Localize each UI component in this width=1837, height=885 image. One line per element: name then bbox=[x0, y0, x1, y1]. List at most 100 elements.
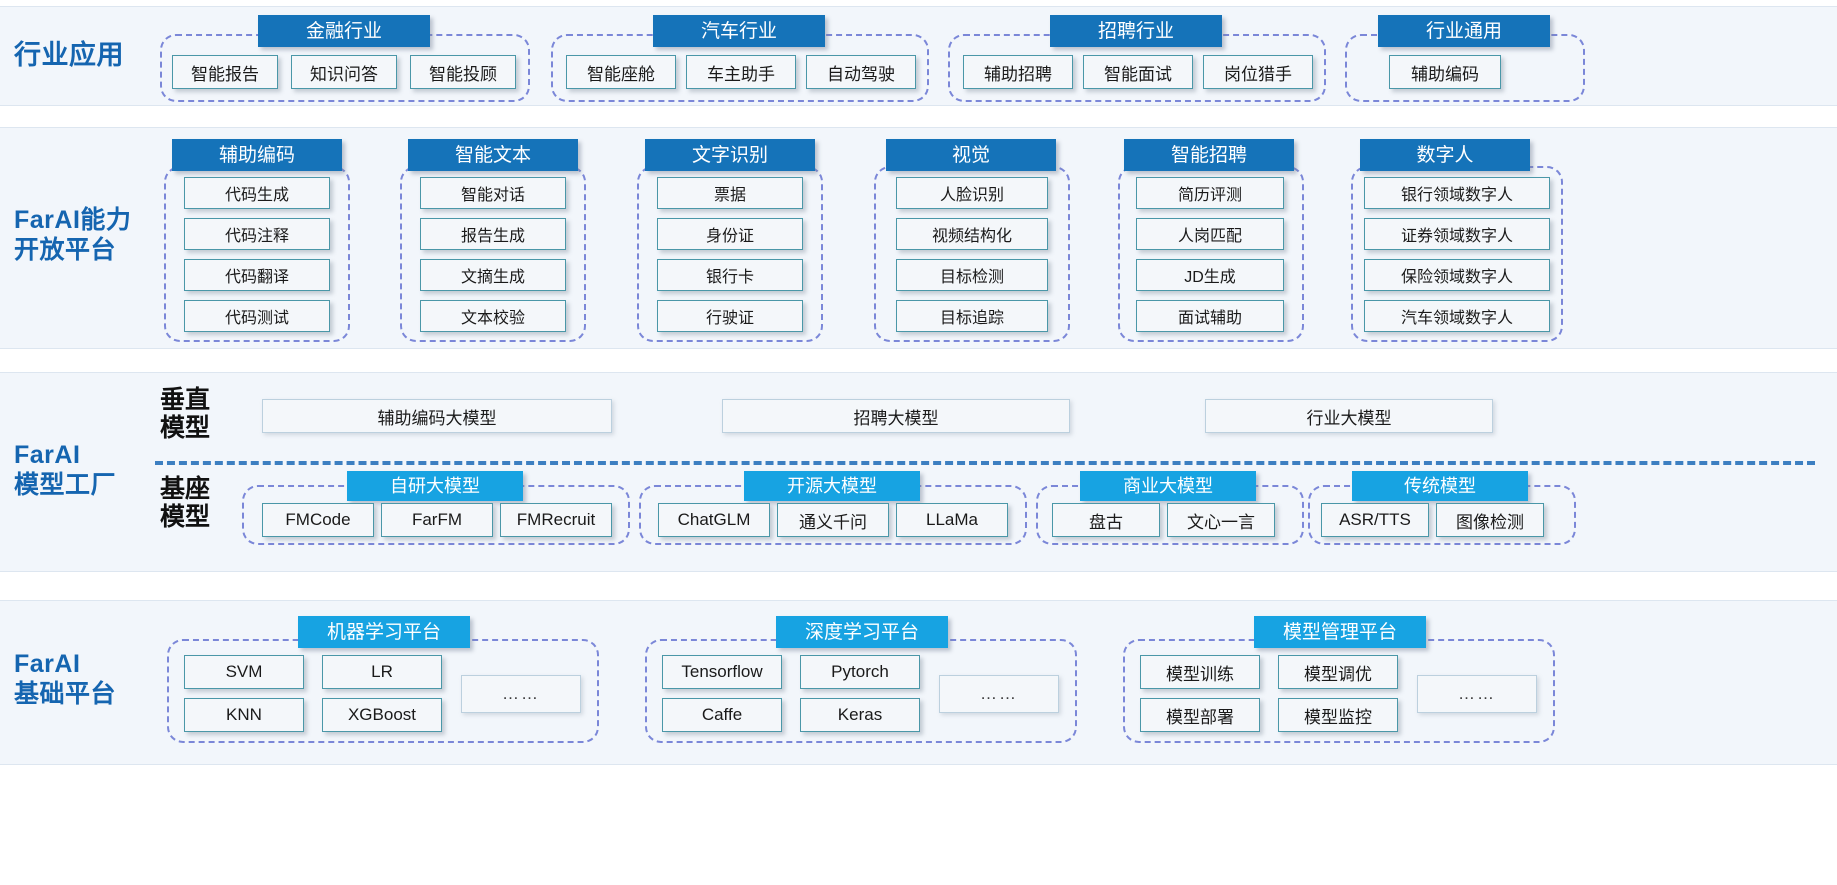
band-label-farai-capability-platform: FarAI能力 开放平台 bbox=[14, 206, 131, 265]
group-title-industry-general[interactable]: 行业通用 bbox=[1378, 15, 1550, 47]
item-box[interactable]: 模型训练 bbox=[1140, 655, 1260, 689]
group-title-traditional-model[interactable]: 传统模型 bbox=[1352, 471, 1528, 501]
item-box[interactable]: 自动驾驶 bbox=[806, 55, 916, 89]
item-box[interactable]: 盘古 bbox=[1052, 503, 1160, 537]
row-label-base-model: 基座 模型 bbox=[155, 475, 215, 531]
item-box[interactable]: 通义千问 bbox=[777, 503, 889, 537]
group-title-automotive-industry[interactable]: 汽车行业 bbox=[653, 15, 825, 47]
item-box[interactable]: 汽车领域数字人 bbox=[1364, 300, 1550, 332]
item-box[interactable]: ChatGLM bbox=[658, 503, 770, 537]
item-box[interactable]: 智能投顾 bbox=[410, 55, 516, 89]
item-box[interactable]: 面试辅助 bbox=[1136, 300, 1284, 332]
item-box[interactable]: 辅助招聘 bbox=[963, 55, 1073, 89]
item-box[interactable]: 视频结构化 bbox=[896, 218, 1048, 250]
row-label-line: 模型 bbox=[159, 414, 210, 442]
row-label-vertical-model: 垂直 模型 bbox=[155, 386, 215, 442]
band-industry-application: 行业应用 金融行业 智能报告 知识问答 智能投顾 汽车行业 智能座舱 车主助手 … bbox=[0, 6, 1837, 106]
row-label-line: 模型 bbox=[159, 503, 210, 531]
item-box[interactable]: 模型调优 bbox=[1278, 655, 1398, 689]
item-box[interactable]: 代码测试 bbox=[184, 300, 330, 332]
item-box[interactable]: 保险领域数字人 bbox=[1364, 259, 1550, 291]
group-title-finance-industry[interactable]: 金融行业 bbox=[258, 15, 430, 47]
item-box[interactable]: FMRecruit bbox=[500, 503, 612, 537]
item-box[interactable]: 目标追踪 bbox=[896, 300, 1048, 332]
item-box[interactable]: 智能面试 bbox=[1083, 55, 1193, 89]
item-box[interactable]: 报告生成 bbox=[420, 218, 566, 250]
band-label-line: 模型工厂 bbox=[14, 470, 117, 499]
band-label-line: 基础平台 bbox=[14, 679, 117, 708]
item-box[interactable]: 银行卡 bbox=[657, 259, 803, 291]
model-divider bbox=[155, 461, 1815, 465]
item-box[interactable]: 行驶证 bbox=[657, 300, 803, 332]
item-box[interactable]: FMCode bbox=[262, 503, 374, 537]
item-box[interactable]: 代码注释 bbox=[184, 218, 330, 250]
band-label-line: 开放平台 bbox=[14, 235, 117, 264]
group-title-commercial-model[interactable]: 商业大模型 bbox=[1080, 471, 1256, 501]
group-title-model-management-platform[interactable]: 模型管理平台 bbox=[1254, 616, 1426, 648]
group-title-ocr[interactable]: 文字识别 bbox=[645, 139, 815, 171]
item-box[interactable]: 简历评测 bbox=[1136, 177, 1284, 209]
row-label-line: 垂直 bbox=[159, 386, 210, 414]
vertical-model-box[interactable]: 辅助编码大模型 bbox=[262, 399, 612, 433]
band-label-farai-base-platform: FarAI 基础平台 bbox=[14, 650, 116, 709]
item-box-more[interactable]: …… bbox=[1417, 675, 1537, 713]
item-box[interactable]: ASR/TTS bbox=[1321, 503, 1429, 537]
row-label-line: 基座 bbox=[159, 475, 210, 503]
item-box[interactable]: LLaMa bbox=[896, 503, 1008, 537]
band-farai-capability-platform: FarAI能力 开放平台 辅助编码 代码生成 代码注释 代码翻译 代码测试 智能… bbox=[0, 127, 1837, 349]
item-box[interactable]: 银行领域数字人 bbox=[1364, 177, 1550, 209]
item-box[interactable]: 证券领域数字人 bbox=[1364, 218, 1550, 250]
item-box[interactable]: LR bbox=[322, 655, 442, 689]
item-box[interactable]: 辅助编码 bbox=[1389, 55, 1501, 89]
band-farai-base-platform: FarAI 基础平台 机器学习平台 SVM LR KNN XGBoost …… … bbox=[0, 600, 1837, 765]
item-box[interactable]: 智能座舱 bbox=[566, 55, 676, 89]
item-box[interactable]: 模型监控 bbox=[1278, 698, 1398, 732]
item-box[interactable]: 知识问答 bbox=[291, 55, 397, 89]
band-label-line: FarAI能力 bbox=[14, 206, 132, 234]
item-box[interactable]: Pytorch bbox=[800, 655, 920, 689]
item-box[interactable]: 文心一言 bbox=[1167, 503, 1275, 537]
group-title-assisted-coding[interactable]: 辅助编码 bbox=[172, 139, 342, 171]
group-title-deep-learning-platform[interactable]: 深度学习平台 bbox=[776, 616, 948, 648]
item-box[interactable]: FarFM bbox=[381, 503, 493, 537]
group-title-self-developed-model[interactable]: 自研大模型 bbox=[347, 471, 523, 501]
band-label-line: FarAI bbox=[14, 441, 81, 469]
item-box[interactable]: 智能对话 bbox=[420, 177, 566, 209]
group-title-recruitment-industry[interactable]: 招聘行业 bbox=[1050, 15, 1222, 47]
band-label-farai-model-factory: FarAI 模型工厂 bbox=[14, 441, 116, 500]
item-box-more[interactable]: …… bbox=[461, 675, 581, 713]
group-title-digital-human[interactable]: 数字人 bbox=[1360, 139, 1530, 171]
group-title-vision[interactable]: 视觉 bbox=[886, 139, 1056, 171]
vertical-model-box[interactable]: 行业大模型 bbox=[1205, 399, 1493, 433]
group-title-open-source-model[interactable]: 开源大模型 bbox=[744, 471, 920, 501]
item-box[interactable]: 图像检测 bbox=[1436, 503, 1544, 537]
item-box[interactable]: 人脸识别 bbox=[896, 177, 1048, 209]
item-box[interactable]: 模型部署 bbox=[1140, 698, 1260, 732]
item-box[interactable]: 目标检测 bbox=[896, 259, 1048, 291]
group-title-intelligent-text[interactable]: 智能文本 bbox=[408, 139, 578, 171]
item-box[interactable]: 身份证 bbox=[657, 218, 803, 250]
item-box[interactable]: 代码翻译 bbox=[184, 259, 330, 291]
item-box[interactable]: Tensorflow bbox=[662, 655, 782, 689]
item-box[interactable]: Caffe bbox=[662, 698, 782, 732]
vertical-model-box[interactable]: 招聘大模型 bbox=[722, 399, 1070, 433]
item-box[interactable]: XGBoost bbox=[322, 698, 442, 732]
item-box[interactable]: 岗位猎手 bbox=[1203, 55, 1313, 89]
item-box-more[interactable]: …… bbox=[939, 675, 1059, 713]
item-box[interactable]: 车主助手 bbox=[686, 55, 796, 89]
item-box[interactable]: 代码生成 bbox=[184, 177, 330, 209]
item-box[interactable]: KNN bbox=[184, 698, 304, 732]
item-box[interactable]: 智能报告 bbox=[172, 55, 278, 89]
band-label-line: FarAI bbox=[14, 650, 81, 678]
group-title-machine-learning-platform[interactable]: 机器学习平台 bbox=[298, 616, 470, 648]
item-box[interactable]: Keras bbox=[800, 698, 920, 732]
item-box[interactable]: JD生成 bbox=[1136, 259, 1284, 291]
item-box[interactable]: 文本校验 bbox=[420, 300, 566, 332]
item-box[interactable]: 票据 bbox=[657, 177, 803, 209]
item-box[interactable]: 文摘生成 bbox=[420, 259, 566, 291]
item-box[interactable]: 人岗匹配 bbox=[1136, 218, 1284, 250]
band-farai-model-factory: FarAI 模型工厂 垂直 模型 辅助编码大模型 招聘大模型 行业大模型 基座 … bbox=[0, 372, 1837, 572]
group-title-intelligent-recruitment[interactable]: 智能招聘 bbox=[1124, 139, 1294, 171]
item-box[interactable]: SVM bbox=[184, 655, 304, 689]
